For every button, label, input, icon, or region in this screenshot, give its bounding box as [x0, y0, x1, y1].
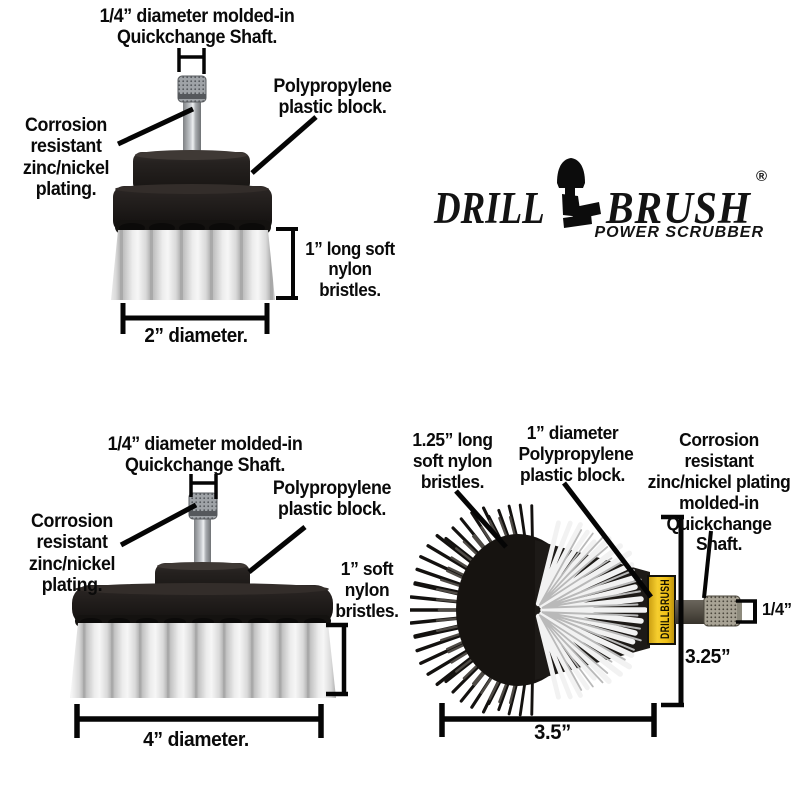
bristles — [111, 220, 275, 300]
shaft-knurl-tip — [703, 595, 741, 627]
brush-ball-photo: DRILLBRUSH — [410, 499, 742, 721]
brush-4in-photo — [70, 492, 336, 698]
brush-2in-photo — [111, 75, 275, 300]
dimension-label-brush4-diameter: 4” diameter. — [143, 728, 249, 751]
callout-label-ball-block: 1” diameter Polypropylene plastic block. — [518, 422, 634, 485]
hex-shaft — [675, 595, 742, 627]
shaft-base — [675, 600, 705, 624]
drill-icon — [557, 158, 601, 228]
logo-brush-text: BRUSH — [606, 183, 751, 233]
registered-mark: ® — [756, 168, 768, 185]
collar: DRILLBRUSH — [647, 575, 676, 645]
plastic-block — [113, 150, 272, 232]
callout-label-ball-bristles: 1.25” long soft nylon bristles. — [412, 429, 493, 492]
shaft-groove — [189, 511, 217, 516]
callout-label-brush4-shaft: 1/4” diameter molded-in Quickchange Shaf… — [107, 434, 303, 477]
callout-label-brush2-shaft: 1/4” diameter molded-in Quickchange Shaf… — [99, 6, 295, 49]
collar-brand-text: DRILLBRUSH — [660, 579, 672, 639]
logo-drill-text: DRILL — [434, 183, 545, 233]
shaft-end — [737, 600, 742, 622]
logo-tagline: POWER SCRUBBER — [594, 224, 764, 241]
shaft-groove — [178, 94, 206, 99]
bristles — [70, 615, 336, 698]
drillbrush-logo: DRILL BRUSH ® POWER SCRUBBER — [430, 152, 790, 252]
dimension-label-brush2-diameter: 2” diameter. — [144, 325, 248, 347]
